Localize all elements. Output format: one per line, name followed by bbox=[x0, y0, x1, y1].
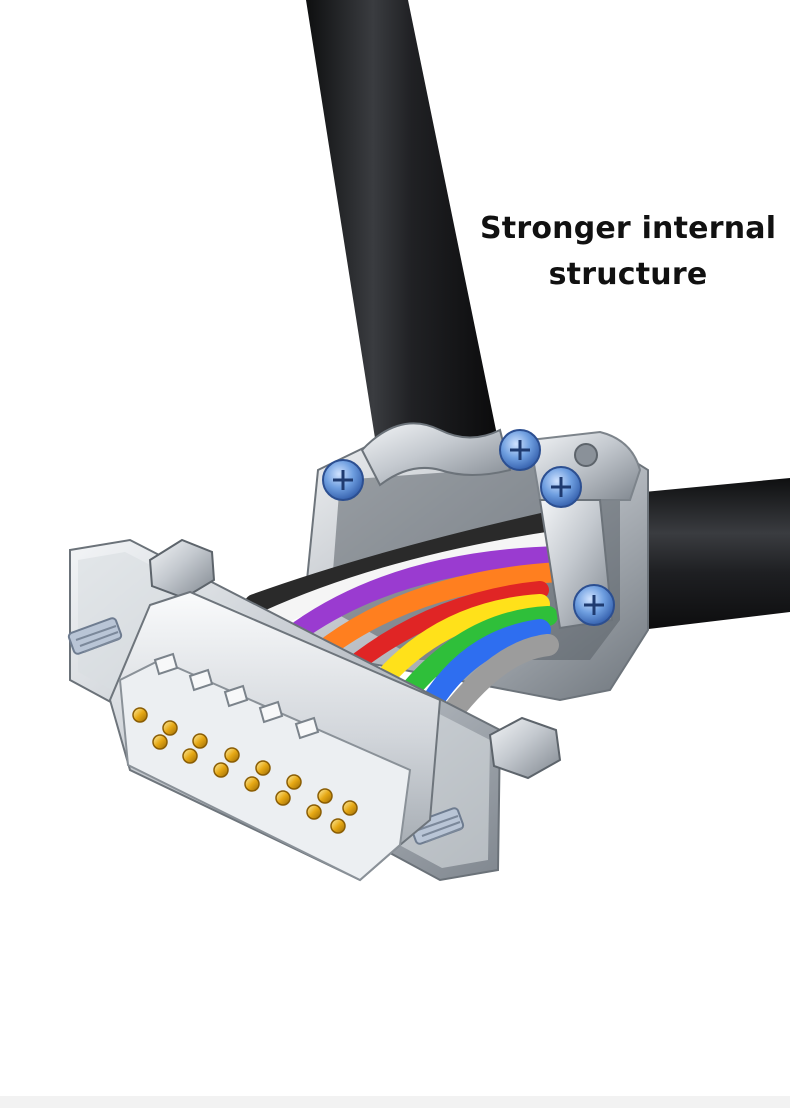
headline-caption: Stronger internal structure bbox=[480, 206, 776, 298]
screw-icon bbox=[322, 429, 615, 626]
wire-bundle-icon bbox=[244, 509, 571, 726]
headline-line-1: Stronger internal bbox=[480, 211, 777, 246]
db15-connector-icon bbox=[132, 707, 358, 834]
bottom-strip bbox=[0, 1096, 790, 1108]
headline-line-2: structure bbox=[548, 257, 708, 292]
